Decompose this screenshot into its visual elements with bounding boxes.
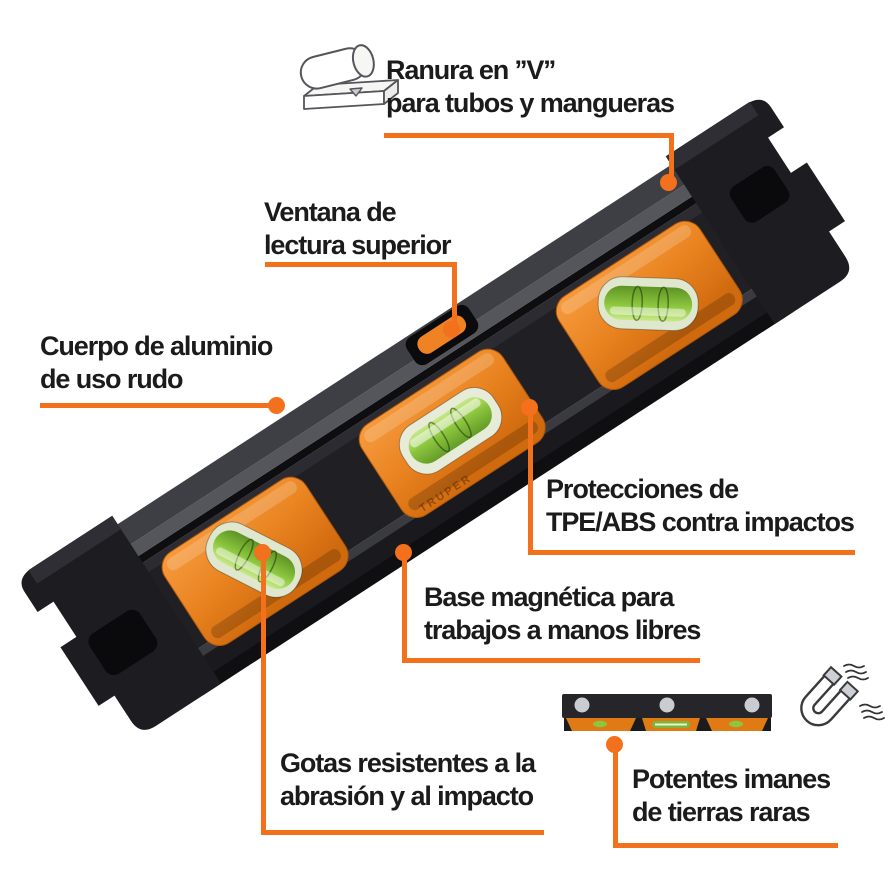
callout-line-impact-vials (261, 557, 544, 835)
label-magnetic-base-line2: trabajos a manos libres (424, 615, 701, 645)
label-impact-vials-line1: Gotas resistentes a la (280, 748, 536, 778)
vial-middle (408, 397, 492, 464)
level-bottom-face (194, 298, 794, 696)
level-top-rail-stripe (112, 172, 711, 569)
label-v-groove: Ranura en ’’V’’ para tubos y mangueras (386, 54, 675, 120)
label-rare-earth-magnets-line1: Potentes imanes (632, 764, 831, 794)
callout-dot-aluminum-body (268, 397, 285, 414)
callout-line-v-groove (384, 133, 674, 183)
callout-line-tpe-protection (528, 412, 855, 555)
label-v-groove-line1: Ranura en ’’V’’ (386, 55, 556, 85)
level-top-rail-groove (119, 184, 715, 575)
end-cap-right-bevel (665, 101, 759, 170)
vial-housing-middle: TRUPER (358, 348, 546, 518)
label-tpe-protection: Protecciones de TPE/ABS contra impactos (546, 473, 855, 539)
callout-dot-magnetic-base (395, 544, 412, 561)
vial-housing-right (555, 220, 743, 391)
vial-right (604, 285, 693, 322)
horseshoe-magnet-icon (800, 663, 885, 727)
level-bottom-rail (184, 283, 786, 684)
label-tpe-protection-line1: Protecciones de (546, 474, 739, 504)
magnet-disc-middle (659, 697, 675, 713)
side-view-vial-left (593, 720, 607, 728)
label-magnetic-base: Base magnética para trabajos a manos lib… (424, 581, 701, 647)
vial-left (212, 530, 296, 589)
label-rare-earth-magnets-line2: de tierras raras (632, 797, 811, 827)
callout-dot-rare-earth-magnets (606, 736, 623, 753)
label-top-window-line1: Ventana de (264, 197, 397, 227)
callout-line-aluminum-body (40, 403, 277, 408)
label-tpe-protection-line2: TPE/ABS contra impactos (546, 507, 855, 537)
label-top-window: Ventana de lectura superior (264, 196, 452, 262)
end-cap-left-bevel (28, 515, 121, 584)
level-top-face (99, 152, 703, 557)
label-impact-vials: Gotas resistentes a la abrasión y al imp… (280, 747, 536, 813)
magnet-disc-left (574, 697, 590, 713)
vial-housing-left (161, 476, 349, 646)
label-aluminum-body-line2: de uso rudo (40, 364, 184, 394)
magnet-force-lines (843, 663, 885, 721)
callout-line-magnetic-base (402, 557, 700, 663)
label-v-groove-line2: para tubos y mangueras (386, 88, 675, 118)
end-cap-right-slot (729, 166, 790, 223)
magnetic-base-side-view (562, 694, 772, 731)
callout-dot-impact-vials (254, 544, 271, 561)
label-top-window-line2: lectura superior (264, 230, 452, 260)
callout-line-top-window (265, 262, 457, 331)
callout-dot-top-window (443, 321, 460, 338)
label-impact-vials-line2: abrasión y al impacto (280, 781, 534, 811)
level-body-group: TRUPER (21, 99, 850, 730)
end-cap-left-slot (88, 609, 158, 676)
callout-dot-tpe-protection (521, 399, 538, 416)
label-magnetic-base-line1: Base magnética para (424, 582, 674, 612)
side-view-vial-right (729, 720, 743, 728)
callout-dot-v-groove (660, 174, 677, 191)
label-aluminum-body-line1: Cuerpo de aluminio (40, 331, 273, 361)
side-view-vial-middle-line (655, 723, 687, 726)
label-rare-earth-magnets: Potentes imanes de tierras raras (632, 763, 831, 829)
callout-line-rare-earth-magnets (613, 749, 838, 848)
v-groove-pipe-icon (299, 44, 399, 110)
magnet-disc-right (744, 697, 760, 713)
label-aluminum-body: Cuerpo de aluminio de uso rudo (40, 330, 273, 396)
